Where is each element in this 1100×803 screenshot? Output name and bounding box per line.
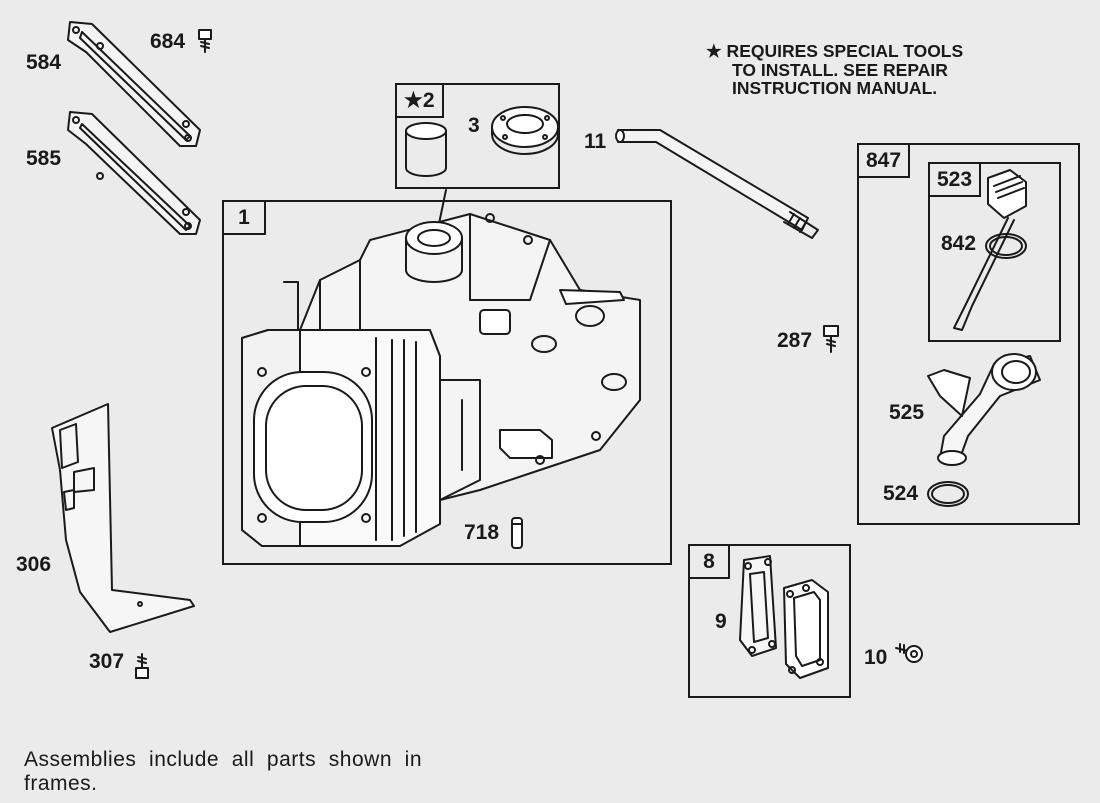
frame-523: 523 [928,162,1061,342]
screw-287 [823,325,839,353]
frame-8: 8 [688,544,851,698]
screw-307 [135,653,149,679]
dowel-718 [511,517,523,549]
label-306: 306 [16,553,52,576]
frame-847: 847 [857,143,1080,525]
label-684: 684 [150,30,186,53]
frame-8-tag: 8 [688,544,730,579]
frame-2: ★2 [395,83,560,189]
label-718: 718 [464,521,500,544]
note-line-1: ★ REQUIRES SPECIAL TOOLS [706,41,964,61]
frame-523-tag: 523 [928,162,982,197]
special-tools-note: ★ REQUIRES SPECIAL TOOLS TO INSTALL. SEE… [706,42,963,98]
valve-cover-8 [783,579,829,679]
note-line-2: TO INSTALL. SEE REPAIR [732,59,948,80]
tube-525 [927,353,1041,466]
footnote-line-1: Assemblies include all parts shown in [24,748,423,771]
label-585: 585 [26,147,62,170]
o-ring-524 [927,481,969,507]
assemblies-footnote: Assemblies include all parts shown in fr… [24,748,422,796]
gasket-585 [67,111,201,235]
screw-684 [198,29,212,53]
cylinder-block-1 [241,213,641,547]
o-ring-842 [985,233,1027,259]
note-line-3: INSTRUCTION MANUAL. [732,78,938,98]
label-584: 584 [26,51,62,74]
label-287: 287 [777,329,813,352]
gasket-9 [739,555,777,657]
label-842: 842 [941,232,977,255]
frame-847-tag: 847 [857,143,911,178]
air-guide-306 [51,403,195,633]
gasket-584 [67,21,201,147]
label-9: 9 [715,610,727,633]
screw-10 [895,643,923,663]
frame-1-tag: 1 [222,200,266,235]
label-3: 3 [468,114,480,137]
footnote-line-2: frames. [24,772,98,795]
label-525: 525 [889,401,925,424]
dipstick-523 [953,169,1027,331]
frame-1: 1 [222,200,672,565]
bushing-2 [405,122,447,177]
tube-11 [615,129,819,239]
seal-3 [491,106,559,155]
frame-2-tag: ★2 [395,83,444,118]
label-11: 11 [584,130,607,153]
label-10: 10 [864,646,888,669]
label-307: 307 [89,650,125,673]
label-524: 524 [883,482,919,505]
